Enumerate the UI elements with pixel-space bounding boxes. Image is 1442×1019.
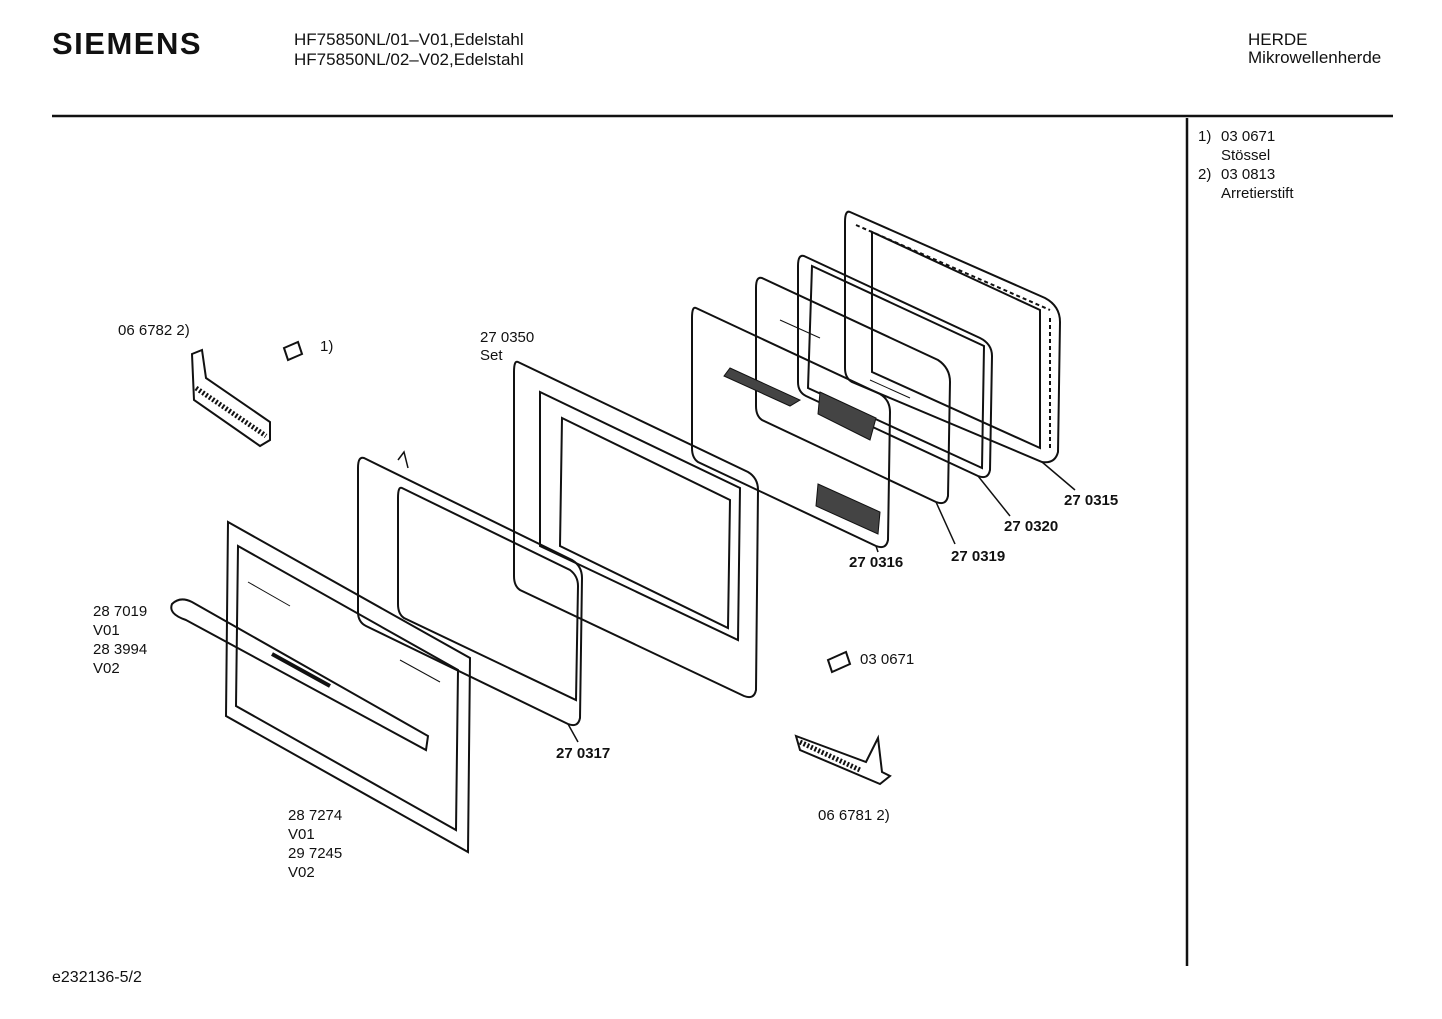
note-1-desc: Stössel <box>1221 147 1271 164</box>
label-handle-3: 28 3994 <box>93 641 148 658</box>
model-line-2: HF75850NL/02–V02,Edelstahl <box>294 50 524 69</box>
label-hinge-right: 06 6781 2) <box>818 807 890 824</box>
set-frame-part <box>513 360 760 699</box>
label-door-1: 28 7274 <box>288 807 343 824</box>
label-pin-top: 1) <box>320 338 334 355</box>
label-seal: 27 0320 <box>1004 518 1059 535</box>
label-choke-frame: 27 0315 <box>1064 492 1119 509</box>
note-2-code: 03 0813 <box>1221 166 1276 183</box>
label-hinge-left: 06 6782 2) <box>118 322 190 339</box>
label-set: Set <box>480 347 503 364</box>
handle-part <box>170 598 430 752</box>
door-front-part <box>224 520 472 854</box>
note-1-code: 03 0671 <box>1221 128 1276 145</box>
pin-top-part <box>282 340 304 362</box>
label-door-4: V02 <box>288 864 315 881</box>
choke-frame-part <box>844 210 1062 464</box>
document-id: e232136-5/2 <box>52 969 142 986</box>
hinge-left-part <box>190 348 271 448</box>
hinge-right-part <box>794 734 892 786</box>
label-pin-right: 03 0671 <box>860 651 915 668</box>
category-title: HERDE <box>1248 30 1308 49</box>
label-door-2: V01 <box>288 826 315 843</box>
label-mesh-panel: 27 0316 <box>849 554 904 571</box>
note-2-number: 2) <box>1198 166 1212 183</box>
label-glass: 27 0319 <box>951 548 1006 565</box>
label-door-3: 29 7245 <box>288 845 343 862</box>
label-handle-4: V02 <box>93 660 120 677</box>
label-inner-frame: 27 0317 <box>556 745 611 762</box>
pin-right-part <box>826 650 852 674</box>
label-handle-2: V01 <box>93 622 120 639</box>
note-1-number: 1) <box>1198 128 1212 145</box>
mesh-panel-part <box>691 306 892 549</box>
label-handle-1: 28 7019 <box>93 603 148 620</box>
subcategory-title: Mikrowellenherde <box>1248 48 1382 67</box>
brand-logo: SIEMENS <box>52 26 203 61</box>
model-line-1: HF75850NL/01–V01,Edelstahl <box>294 30 524 49</box>
seal-part <box>797 254 994 479</box>
note-2-desc: Arretierstift <box>1221 185 1294 202</box>
label-set-code: 27 0350 <box>480 329 535 346</box>
